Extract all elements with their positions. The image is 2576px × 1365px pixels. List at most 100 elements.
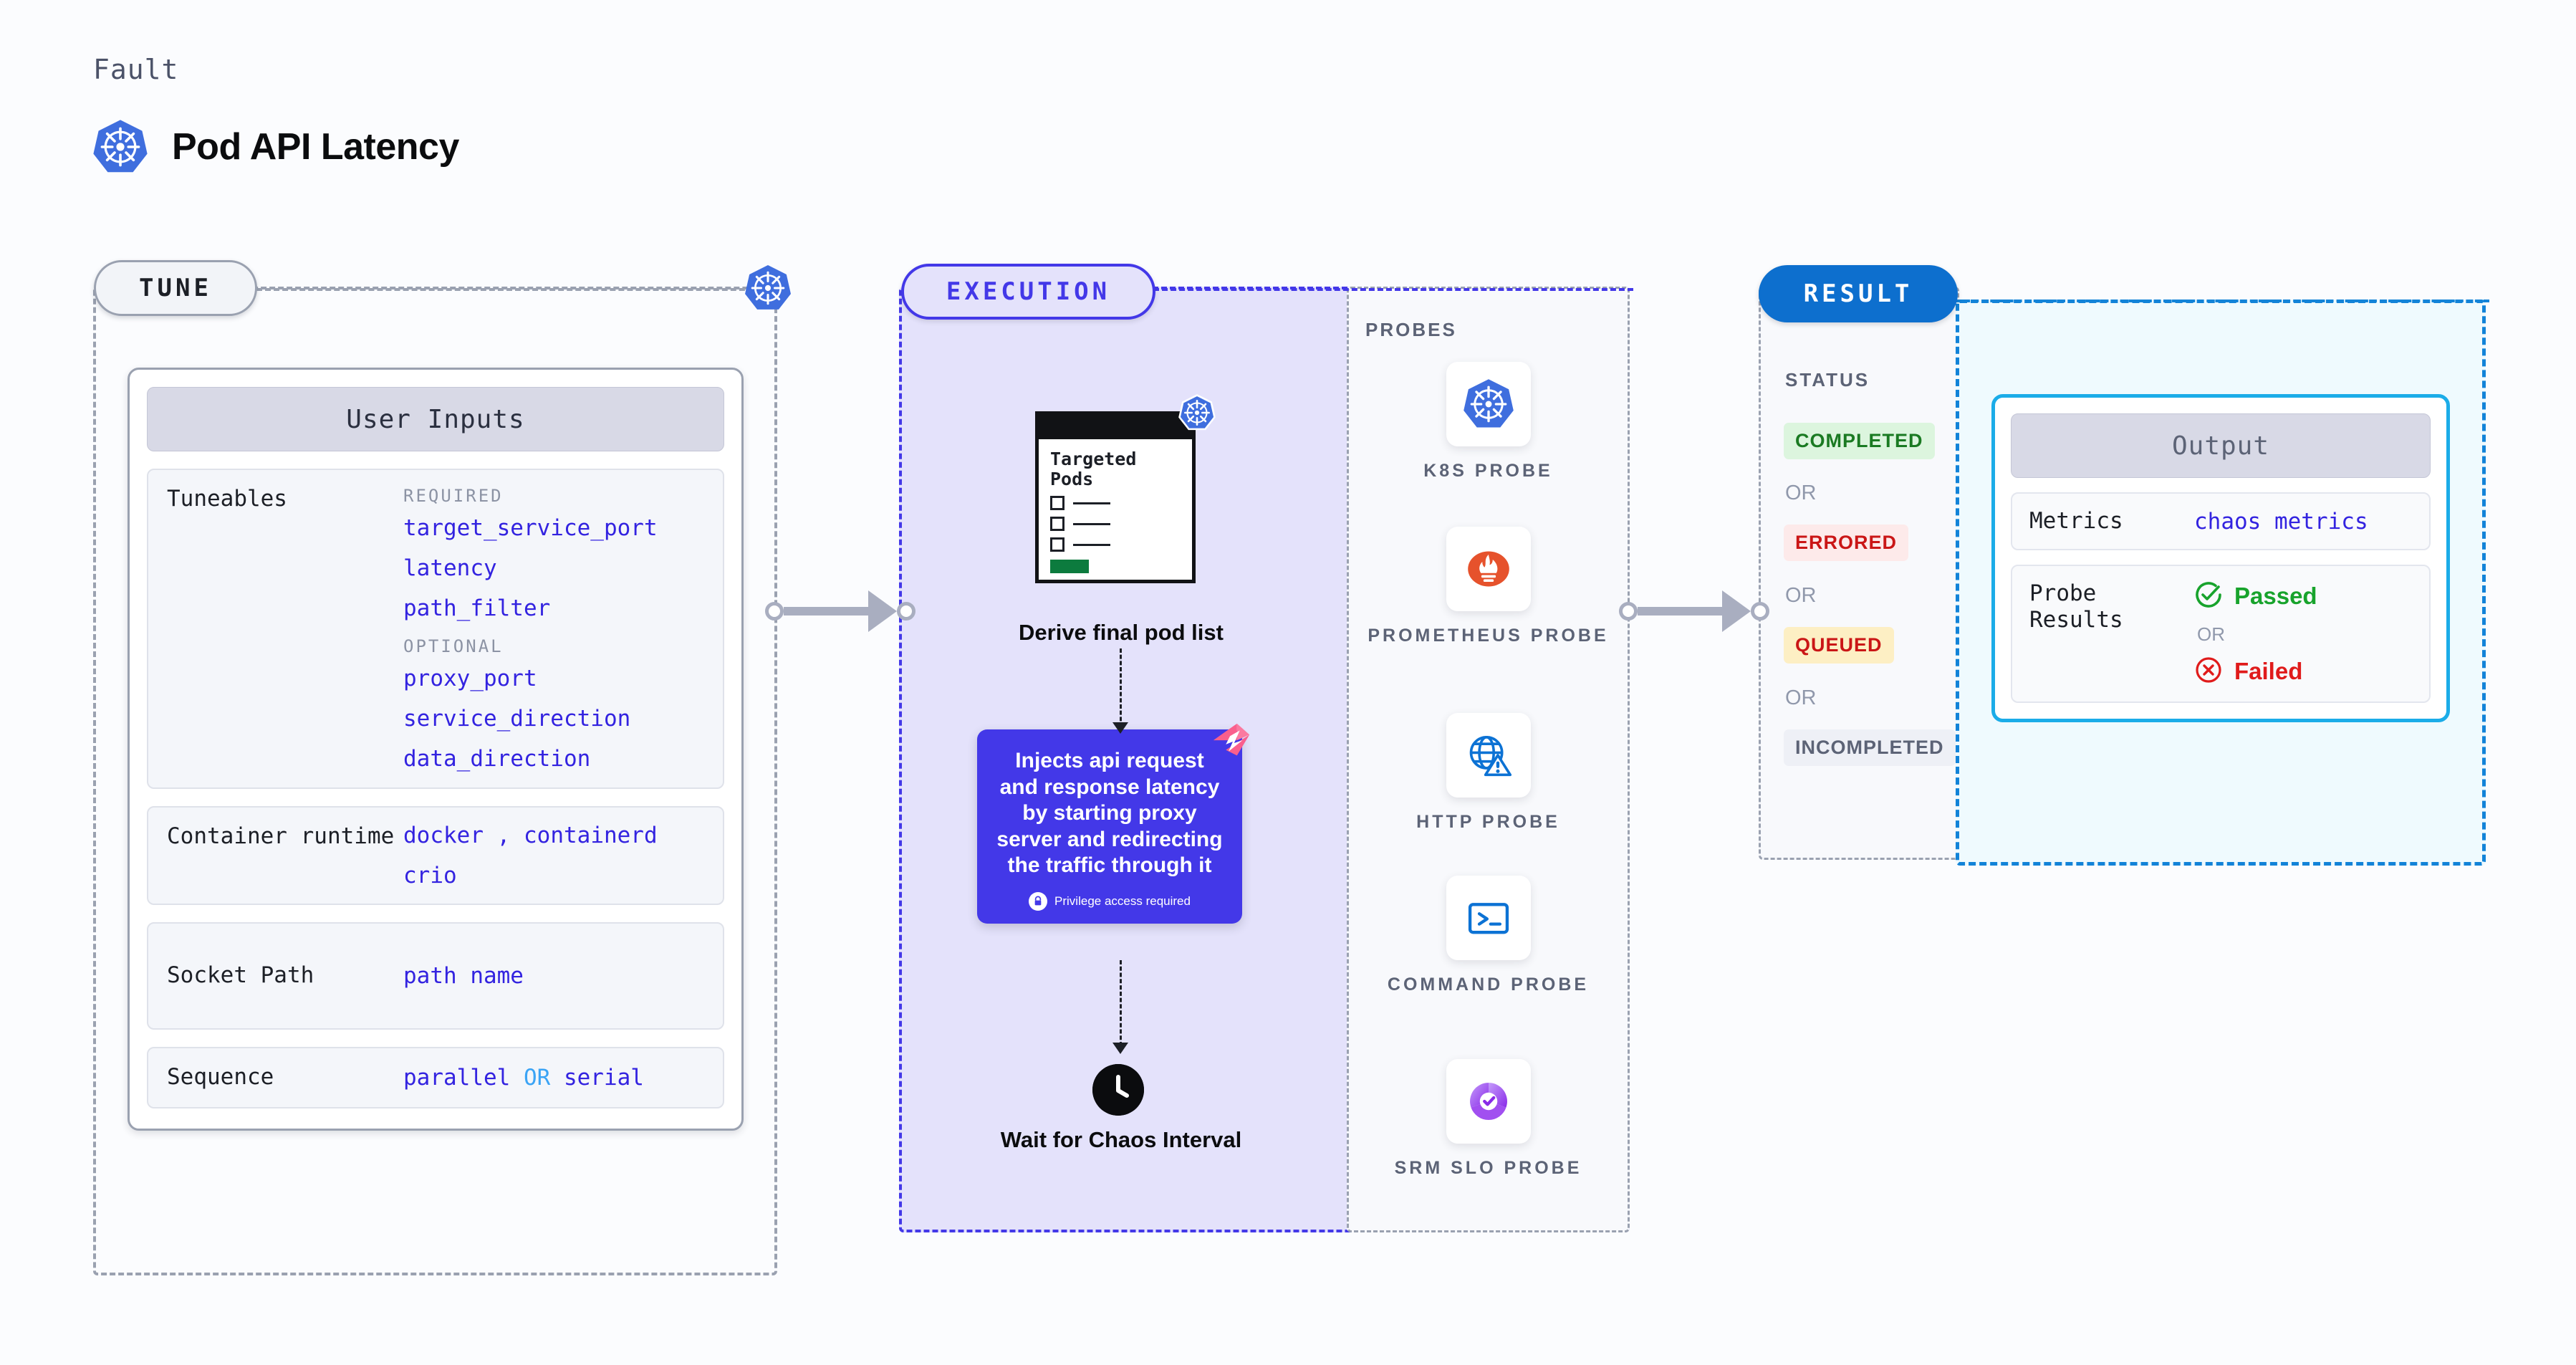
prometheus-icon	[1446, 527, 1531, 611]
sequence-or: OR	[523, 1064, 551, 1091]
connector-execution-to-result	[1619, 590, 1769, 632]
tuneables-label: Tuneables	[167, 486, 287, 512]
metrics-values: chaos metrics	[2194, 509, 2412, 535]
tuneable-target-service-port[interactable]: target_service_port	[403, 515, 658, 541]
inject-action-card: Injects api request and response latency…	[977, 723, 1250, 924]
probe-command[interactable]: COMMAND PROBE	[1347, 876, 1630, 996]
arrow-down-icon	[1112, 722, 1128, 734]
probe-label: COMMAND PROBE	[1387, 974, 1590, 995]
probe-k8s[interactable]: K8S PROBE	[1347, 362, 1630, 482]
runtime-containerd[interactable]: containerd	[524, 822, 658, 848]
arrow-down-icon	[1112, 1043, 1128, 1054]
srm-slo-icon	[1446, 1059, 1531, 1144]
tuneable-latency[interactable]: latency	[403, 555, 497, 582]
tune-connector-line	[256, 288, 779, 291]
connector-dot	[765, 602, 784, 621]
connector-bar	[1638, 607, 1724, 616]
socket-path-row: Socket Path path name	[147, 921, 724, 1030]
tuneable-service-direction[interactable]: service_direction	[403, 706, 631, 732]
probe-results-row: Probe Results Passed OR	[2011, 565, 2431, 704]
output-title: Output	[2011, 413, 2431, 478]
fault-kicker: Fault	[93, 54, 179, 85]
page-title: Pod API Latency	[172, 126, 459, 168]
sequence-parallel[interactable]: parallel	[403, 1064, 511, 1091]
window-titlebar	[1039, 415, 1192, 439]
kubernetes-icon	[744, 264, 792, 312]
status-section-title: STATUS	[1785, 369, 1870, 391]
container-runtime-values: docker , containerd crio	[403, 823, 704, 888]
arrow-right-icon	[868, 590, 897, 632]
checkbox-icon	[1050, 537, 1064, 552]
harness-chaos-icon	[1209, 719, 1254, 764]
tab-execution[interactable]: EXECUTION	[901, 264, 1155, 320]
connector-dot	[1751, 602, 1769, 621]
connector-bar	[784, 607, 870, 616]
tab-tune[interactable]: TUNE	[94, 260, 257, 316]
status-or-1: OR	[1785, 482, 1817, 504]
sequence-serial[interactable]: serial	[563, 1064, 644, 1091]
clock-icon	[1092, 1064, 1144, 1116]
privilege-note: Privilege access required	[996, 891, 1224, 911]
socket-path-label: Socket Path	[167, 962, 314, 988]
probe-label: PROMETHEUS PROBE	[1368, 626, 1609, 646]
list-item	[1050, 517, 1181, 531]
targeted-pods-graphic: Targeted Pods	[1031, 394, 1216, 602]
user-inputs-card: User Inputs Tuneables REQUIRED target_se…	[128, 368, 744, 1131]
green-bar	[1050, 560, 1089, 573]
status-badge-completed: COMPLETED	[1784, 423, 1935, 459]
execution-connector-line	[1153, 288, 1633, 291]
container-runtime-row: Container runtime docker , containerd cr…	[147, 805, 724, 905]
sequence-value: parallel OR serial	[403, 1065, 704, 1090]
kubernetes-icon	[1446, 362, 1531, 446]
probe-result-passed: Passed	[2194, 580, 2412, 612]
checkbox-icon	[1050, 517, 1064, 531]
tuneable-data-direction[interactable]: data_direction	[403, 746, 591, 772]
metrics-row: Metrics chaos metrics	[2011, 492, 2431, 551]
x-circle-icon	[2194, 656, 2223, 687]
probe-result-failed: Failed	[2194, 656, 2412, 687]
globe-warning-icon	[1446, 713, 1531, 798]
probes-section-title: PROBES	[1365, 319, 1457, 340]
sequence-values: parallel OR serial	[403, 1065, 704, 1090]
placeholder-line	[1073, 522, 1110, 525]
wait-for-chaos-interval-label: Wait for Chaos Interval	[1000, 1127, 1242, 1152]
probe-results-values: Passed OR Failed	[2194, 580, 2412, 687]
targeted-pods-body: Targeted Pods	[1039, 439, 1192, 573]
page-title-row: Pod API Latency	[92, 118, 459, 176]
derive-final-pod-list-label: Derive final pod list	[1019, 620, 1224, 645]
targeted-pods-card: Targeted Pods	[1035, 411, 1196, 583]
probe-prometheus[interactable]: PROMETHEUS PROBE	[1347, 527, 1630, 647]
inject-action-text: Injects api request and response latency…	[996, 749, 1223, 878]
kubernetes-icon	[92, 118, 149, 176]
probe-results-or: OR	[2197, 623, 2225, 646]
privilege-note-label: Privilege access required	[1054, 894, 1191, 908]
result-connector-line	[1956, 300, 2489, 302]
terminal-icon	[1446, 876, 1531, 960]
tab-result[interactable]: RESULT	[1759, 265, 1958, 322]
placeholder-line	[1073, 502, 1110, 504]
probe-results-label: Probe Results	[2029, 580, 2123, 633]
flow-connector-line	[1120, 960, 1122, 1046]
runtime-docker[interactable]: docker	[403, 822, 484, 848]
kubernetes-icon	[1178, 394, 1216, 431]
metrics-value[interactable]: chaos metrics	[2194, 508, 2368, 535]
tuneable-proxy-port[interactable]: proxy_port	[403, 666, 537, 692]
probe-srm-slo[interactable]: SRM SLO PROBE	[1347, 1059, 1630, 1179]
status-badge-incompleted: INCOMPLETED	[1784, 729, 1956, 766]
status-or-2: OR	[1785, 584, 1817, 607]
socket-path-value[interactable]: path name	[403, 962, 524, 989]
probe-label: K8S PROBE	[1423, 461, 1553, 481]
connector-tune-to-execution	[765, 590, 915, 632]
connector-dot	[897, 602, 915, 621]
probe-http[interactable]: HTTP PROBE	[1347, 713, 1630, 833]
required-group-heading: REQUIRED	[403, 486, 504, 506]
sequence-label: Sequence	[167, 1063, 274, 1090]
runtime-crio[interactable]: crio	[403, 862, 457, 889]
output-card: Output Metrics chaos metrics Probe Resul…	[1991, 394, 2450, 723]
status-or-3: OR	[1785, 686, 1817, 709]
tuneables-values: REQUIRED target_service_port latency pat…	[403, 486, 704, 772]
lock-icon	[1029, 891, 1048, 911]
container-runtime-line-1: docker , containerd	[403, 823, 704, 848]
tuneable-path-filter[interactable]: path_filter	[403, 595, 551, 622]
